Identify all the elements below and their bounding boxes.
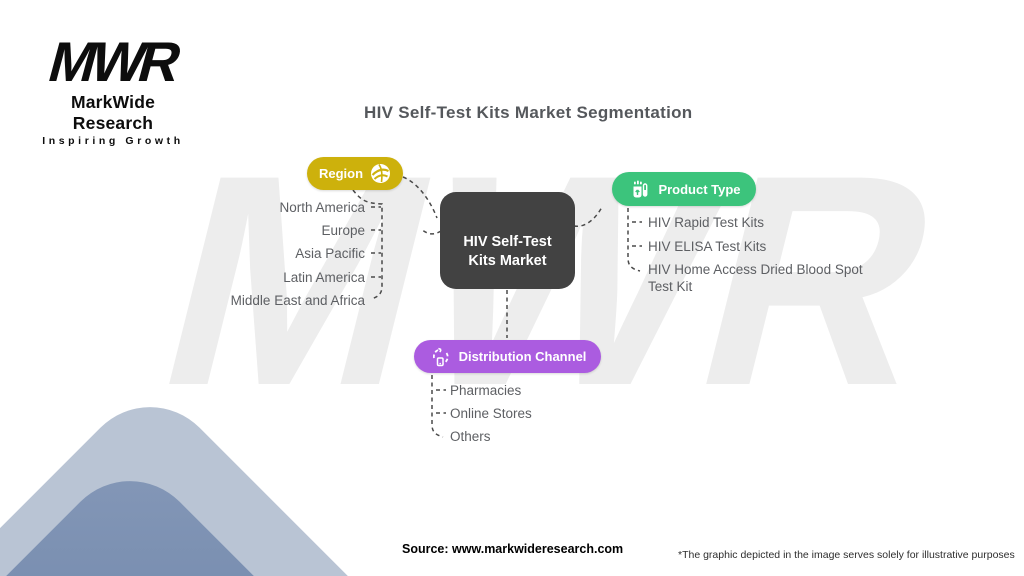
logo-tagline: Inspiring Growth bbox=[42, 135, 184, 147]
distribution-item: Others bbox=[450, 429, 491, 444]
segment-button-region: Region bbox=[307, 157, 403, 190]
product-type-item: HIV Home Access Dried Blood Spot Test Ki… bbox=[648, 262, 863, 294]
source-text: Source: www.markwideresearch.com bbox=[402, 542, 624, 556]
disclaimer-text: *The graphic depicted in the image serve… bbox=[678, 549, 1015, 561]
logo-name: MarkWide Research bbox=[70, 92, 156, 133]
globe-icon bbox=[370, 163, 391, 184]
product-type-item: HIV Rapid Test Kits bbox=[648, 215, 765, 230]
distribution-cycle-icon bbox=[429, 345, 452, 368]
center-node: HIV Self-Test Kits Market bbox=[440, 192, 575, 289]
distribution-channel-label: Distribution Channel bbox=[458, 349, 587, 364]
product-type-item: HIV ELISA Test Kits bbox=[648, 239, 767, 254]
region-item: Asia Pacific bbox=[295, 246, 365, 261]
segment-button-product-type: Product Type bbox=[612, 172, 756, 206]
brand-logo: MWR MarkWide Research Inspiring Growth bbox=[33, 30, 193, 147]
center-node-line2: Kits Market bbox=[468, 252, 547, 269]
segment-button-distribution-channel: Distribution Channel bbox=[414, 340, 601, 373]
region-label: Region bbox=[318, 166, 364, 181]
region-item: Latin America bbox=[283, 270, 365, 285]
region-item: Europe bbox=[321, 223, 365, 238]
center-node-line1: HIV Self-Test bbox=[463, 233, 552, 250]
product-tag-icon bbox=[627, 177, 651, 201]
distribution-item: Pharmacies bbox=[450, 383, 522, 398]
page-title: HIV Self-Test Kits Market Segmentation bbox=[364, 103, 693, 122]
product-type-label: Product Type bbox=[658, 181, 741, 197]
region-item: Middle East and Africa bbox=[230, 293, 365, 308]
logo-monogram: MWR bbox=[42, 30, 185, 93]
distribution-item: Online Stores bbox=[450, 406, 532, 421]
region-item: North America bbox=[279, 200, 365, 215]
